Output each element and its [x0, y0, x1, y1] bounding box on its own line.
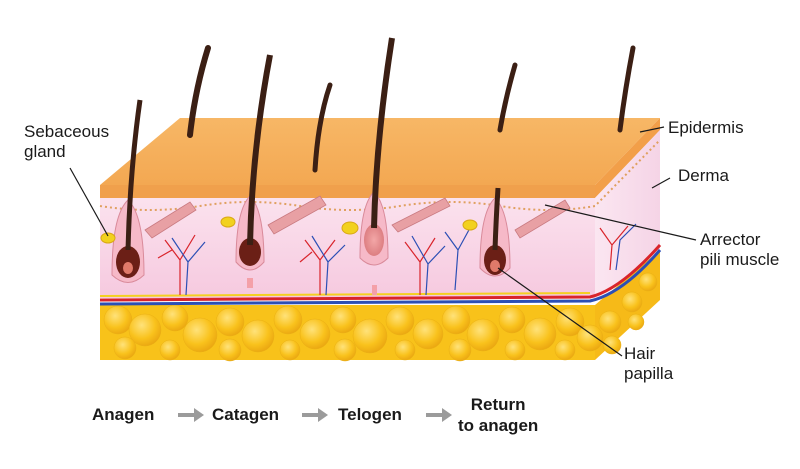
- hair-shafts: [187, 45, 636, 173]
- sebaceous-glands: [100, 216, 478, 244]
- label-epidermis: Epidermis: [668, 118, 744, 137]
- stage-catagen: Catagen: [212, 405, 280, 424]
- stage-telogen: Telogen: [338, 405, 402, 424]
- arrow-right-icon: [178, 408, 204, 422]
- stage-return-to-anagen: Return to anagen: [458, 395, 539, 435]
- vein: [99, 249, 662, 306]
- arrow-right-icon: [426, 408, 452, 422]
- follicle-anagen-2: [235, 54, 273, 288]
- follicle-catagen: [359, 37, 395, 295]
- follicle-anagen: [111, 99, 145, 283]
- label-hair-papilla: Hair papilla: [624, 344, 674, 383]
- artery: [99, 244, 662, 302]
- nerve: [99, 292, 591, 297]
- label-arrector-pili-muscle: Arrector pili muscle: [700, 230, 780, 269]
- leader-lines: [69, 126, 697, 357]
- arrow-right-icon: [302, 408, 328, 422]
- epidermis-side: [595, 118, 660, 198]
- capillaries: [157, 223, 637, 296]
- stage-anagen: Anagen: [92, 405, 155, 424]
- fat-cells: [103, 272, 658, 362]
- follicle-return: [479, 187, 511, 277]
- basal-layer-line: [99, 139, 661, 211]
- label-sebaceous-gland: Sebaceous gland: [24, 122, 110, 161]
- arrector-pili-muscles: [144, 195, 571, 239]
- epidermis-front-edge: [100, 185, 595, 198]
- label-derma: Derma: [678, 166, 730, 185]
